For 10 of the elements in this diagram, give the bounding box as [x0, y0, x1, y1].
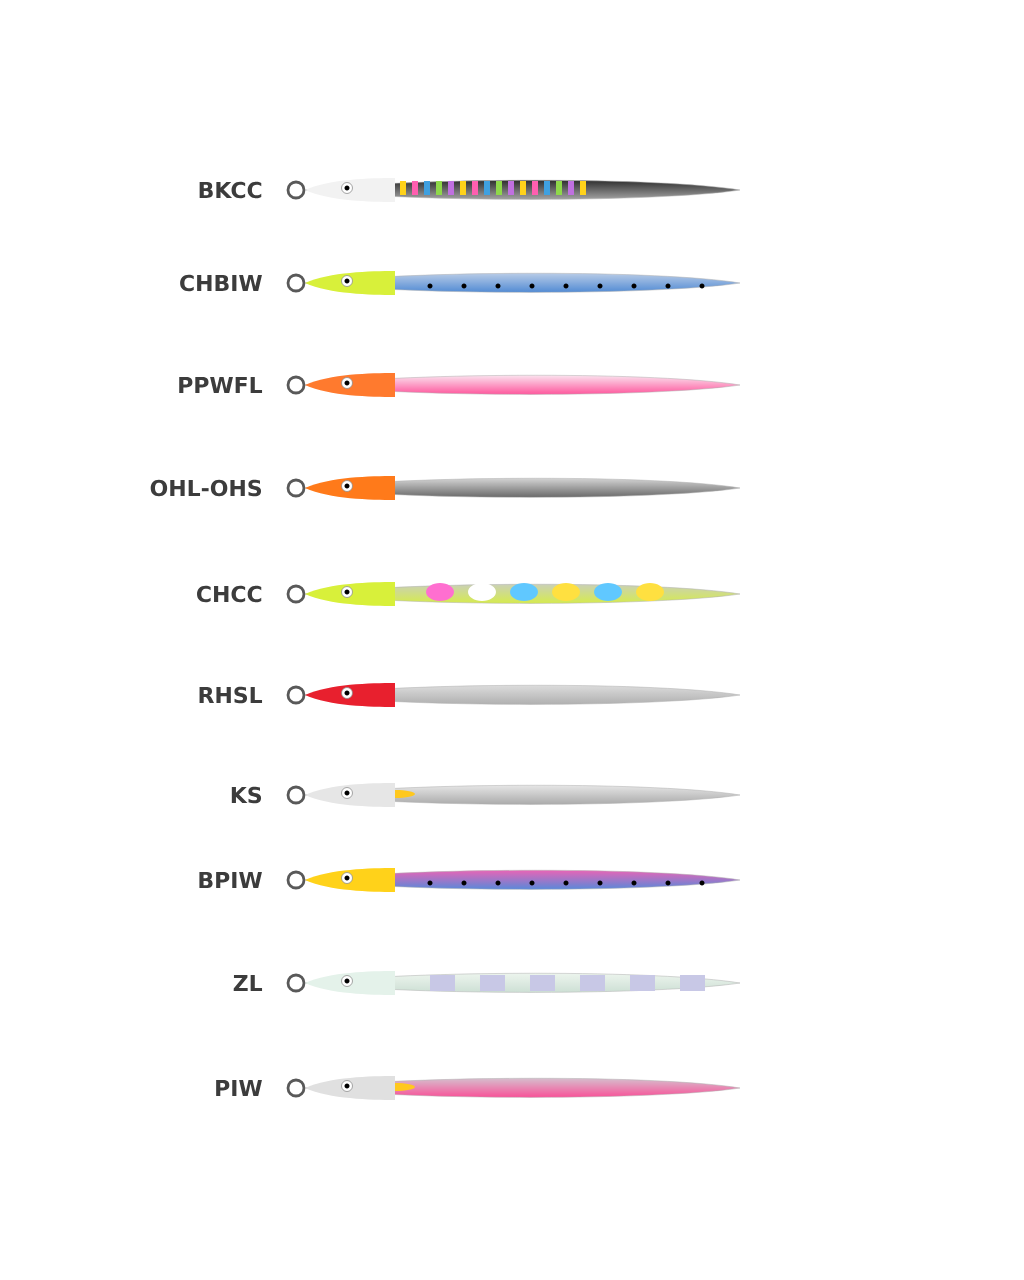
color-code-label: CHBIW	[180, 274, 262, 292]
color-code-label: PPWFL	[179, 377, 263, 393]
color-code-label: ZL	[233, 975, 263, 991]
color-code-label: BKCC	[199, 181, 262, 199]
color-code-label: BPIW	[199, 872, 262, 888]
color-code-label: KS	[231, 786, 262, 804]
color-code-label: RHSL	[199, 686, 263, 704]
color-code-label: OHL-OHS	[150, 479, 262, 497]
color-code-label: PIW	[216, 1080, 262, 1096]
color-code-label: CHCC	[197, 585, 262, 603]
